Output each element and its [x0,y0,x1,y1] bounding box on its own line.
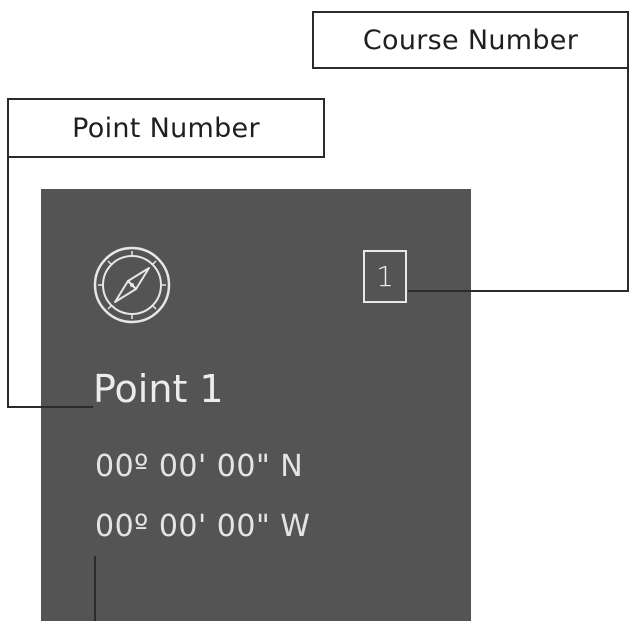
course-leader-horizontal [408,290,629,292]
course-number-callout: Course Number [312,11,629,69]
compass-icon [92,245,172,325]
course-number-badge: 1 [363,250,407,303]
course-number-callout-label: Course Number [362,24,579,56]
point-name: Point 1 [93,367,224,411]
point-number-callout-label: Point Number [72,112,260,144]
course-number-value: 1 [376,260,394,293]
point-number-callout: Point Number [7,98,325,158]
point-leader-vertical [7,156,9,408]
coordinates-leader [94,556,96,621]
longitude-value: 00º 00' 00" W [95,509,311,544]
latitude-value: 00º 00' 00" N [95,449,304,484]
waypoint-card[interactable]: 1 Point 1 00º 00' 00" N 00º 00' 00" W [41,189,471,621]
point-leader-horizontal [7,406,93,408]
course-leader-vertical [627,67,629,292]
